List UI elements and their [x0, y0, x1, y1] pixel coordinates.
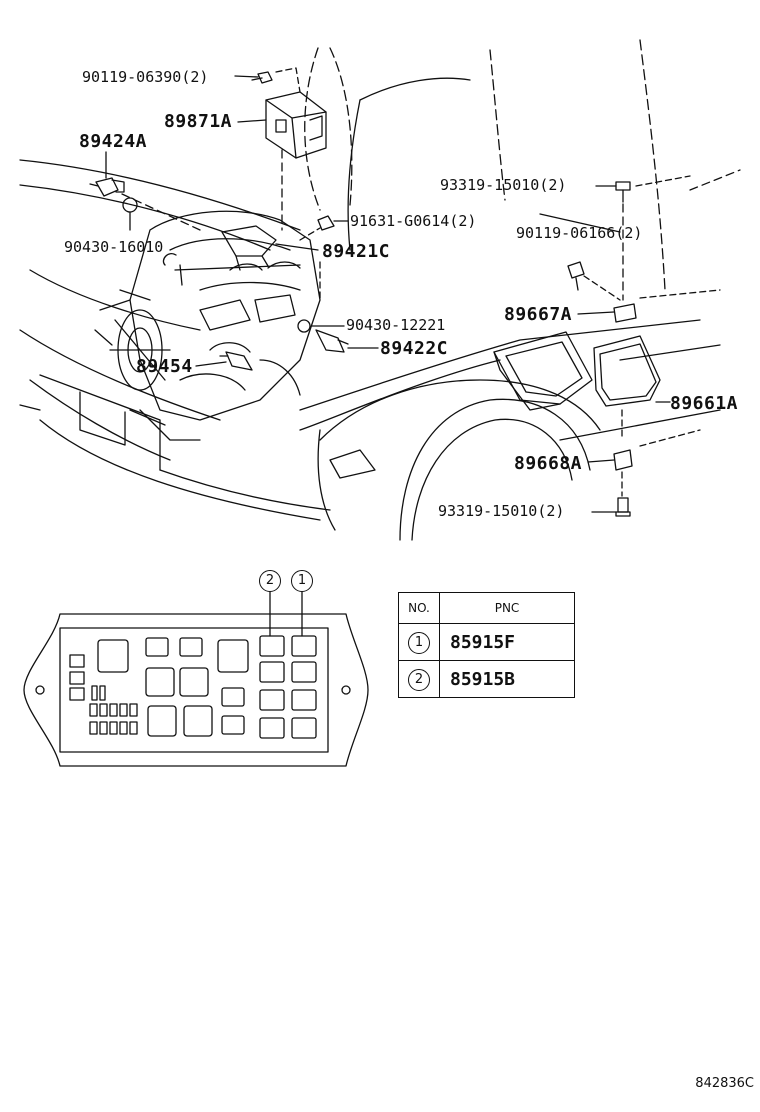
relay-block-cover [23, 613, 369, 767]
catalog-code: 842836C [695, 1076, 754, 1091]
callout-circle-2: 2 [259, 570, 281, 592]
label-bracket-89668a: 89668A [514, 453, 583, 474]
gasket-90430-12221-icon [297, 319, 311, 333]
label-sensor-89421c: 89421C [322, 241, 391, 262]
label-gasket-90430-16010: 90430-16010 [64, 238, 164, 256]
bolt-91631-icon [317, 215, 335, 231]
sensor-89454-icon [219, 351, 253, 371]
sensor-89422c-icon [315, 329, 349, 353]
ecu-89661a-icon [593, 335, 661, 407]
label-sensor-89422c: 89422C [380, 338, 449, 359]
pnc-row-value: 85915F [450, 631, 516, 653]
pnc-table-header-no: NO. [398, 592, 440, 624]
table-row: 2 85915B [398, 660, 575, 698]
label-screw-93319-bottom: 93319-15010(2) [438, 502, 565, 520]
pnc-table-header-row: NO. PNC [398, 592, 575, 624]
label-gasket-90430-12221: 90430-12221 [346, 316, 446, 334]
callout-circle-1: 1 [291, 570, 313, 592]
label-ecu-89661a: 89661A [670, 393, 739, 414]
table-row: 1 85915F [398, 623, 575, 661]
label-module-89871a: 89871A [164, 111, 233, 132]
label-bolt-90119-06166: 90119-06166(2) [516, 224, 643, 242]
pnc-table-header-pnc: PNC [439, 592, 575, 624]
label-bracket-89667a: 89667A [504, 304, 573, 325]
module-89871a-icon [265, 91, 327, 159]
relay-block-slots [69, 635, 317, 739]
screw-93319-bottom-icon [615, 497, 631, 517]
sensor-89424a-icon [89, 177, 125, 197]
label-screw-93319-top: 93319-15010(2) [440, 176, 567, 194]
sensor-89421c-icon [221, 225, 277, 271]
bracket-89667a-icon [613, 303, 637, 323]
bolt-90119-06166-icon [567, 261, 585, 291]
screw-93319-top-icon [615, 181, 631, 203]
label-bolt-91631-g0614: 91631-G0614(2) [350, 212, 477, 230]
pnc-row-value: 85915B [450, 668, 516, 690]
pnc-row-number: 2 [408, 668, 430, 691]
label-sensor-89454: 89454 [136, 356, 193, 377]
label-bolt-90119-06390: 90119-06390(2) [82, 68, 209, 86]
ecu-housing-icon [493, 331, 593, 411]
label-sensor-89424a: 89424A [79, 131, 148, 152]
bolt-90119-06390-icon [251, 71, 273, 84]
pnc-table: NO. PNC 1 85915F 2 85915B [398, 592, 575, 698]
pnc-row-number: 1 [408, 631, 430, 654]
bracket-89668a-icon [613, 449, 633, 471]
